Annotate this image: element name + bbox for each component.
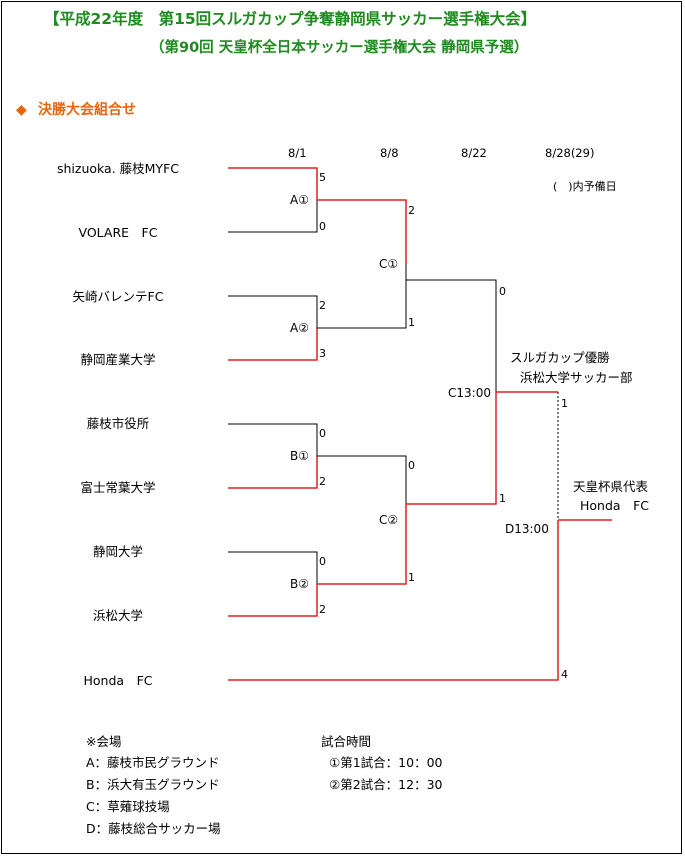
line-b1-advance	[317, 455, 407, 504]
venue-d: D：藤枝総合サッカー場	[86, 821, 221, 836]
line-honda	[228, 520, 559, 681]
suruga-winner-line1: スルガカップ優勝	[510, 350, 610, 365]
match-label-a2: A②	[290, 321, 309, 335]
match-label-c3: C13:00	[448, 386, 491, 400]
line-a2-winner	[228, 328, 318, 361]
suruga-winner-line2: 浜松大学サッカー部	[520, 370, 633, 385]
score-d-bottom: 4	[561, 668, 568, 681]
score-c3-bottom: 1	[499, 492, 506, 505]
score-c1-bottom: 1	[408, 316, 415, 329]
times-heading: 試合時間	[321, 734, 372, 749]
score-b1-top: 0	[319, 427, 326, 440]
line-b2-winner	[228, 584, 318, 617]
match-label-a1: A①	[290, 193, 309, 207]
match-label-d: D13:00	[505, 522, 549, 536]
line-b2-advance	[317, 504, 407, 585]
emperor-rep-line1: 天皇杯県代表	[573, 479, 649, 494]
team-2: VOLARE FC	[78, 225, 158, 240]
line-a1-winner	[228, 167, 318, 200]
team-8: 浜松大学	[92, 608, 143, 623]
line-c1-advance	[406, 279, 497, 392]
page-title: 【平成22年度 第15回スルガカップ争奪静岡県サッカー選手権大会】	[44, 10, 537, 28]
line-b1-loser	[228, 423, 318, 456]
score-a2-top: 2	[319, 299, 326, 312]
score-a1-top: 5	[319, 171, 326, 184]
emperor-rep-line2: Honda FC	[580, 498, 649, 513]
team-9: Honda FC	[83, 673, 153, 688]
score-b2-top: 0	[319, 555, 326, 568]
line-a2-advance	[317, 264, 407, 329]
score-c1-top: 2	[408, 204, 415, 217]
score-b2-bottom: 2	[319, 603, 326, 616]
score-a1-bottom: 0	[319, 220, 326, 233]
match-label-c1: C①	[379, 257, 399, 271]
score-b1-bottom: 2	[319, 475, 326, 488]
date-semifinal: 8/22	[461, 146, 487, 160]
reserve-day-note: ( )内予備日	[553, 180, 617, 193]
score-a2-bottom: 3	[319, 347, 326, 360]
section-marker-icon: ◆	[16, 102, 27, 118]
time-match1: ①第1試合：10：00	[329, 755, 443, 770]
team-1: shizuoka. 藤枝MYFC	[56, 161, 179, 176]
line-a1-loser	[228, 200, 318, 233]
time-match2: ②第2試合：12：30	[329, 777, 443, 792]
team-5: 藤枝市役所	[86, 416, 150, 431]
venue-c: C：草薙球技場	[86, 799, 170, 814]
line-c2-advance	[406, 392, 497, 505]
team-7: 静岡大学	[92, 544, 143, 559]
score-c3-top: 0	[499, 285, 506, 298]
team-4: 静岡産業大学	[80, 352, 156, 367]
line-a1-advance	[317, 199, 407, 264]
date-round2: 8/8	[380, 146, 399, 160]
date-final: 8/28(29)	[545, 146, 595, 160]
score-d-top: 1	[561, 397, 568, 410]
match-label-b1: B①	[290, 449, 309, 463]
score-c2-top: 0	[408, 459, 415, 472]
line-b2-loser	[228, 551, 318, 584]
date-round1: 8/1	[288, 146, 307, 160]
section-title: 決勝大会組合せ	[38, 102, 136, 118]
line-b1-winner	[228, 456, 318, 489]
line-a2-loser	[228, 295, 318, 328]
venue-b: B：浜大有玉グラウンド	[86, 777, 220, 792]
score-c2-bottom: 1	[408, 571, 415, 584]
match-label-b2: B②	[290, 577, 309, 591]
team-3: 矢崎バレンテFC	[72, 289, 164, 304]
team-6: 富士常葉大学	[80, 480, 156, 495]
venue-a: A：藤枝市民グラウンド	[86, 755, 220, 770]
page-subtitle: （第90回 天皇杯全日本サッカー選手権大会 静岡県予選）	[150, 40, 529, 56]
match-label-c2: C②	[379, 513, 399, 527]
venues-heading: ※会場	[86, 734, 122, 749]
